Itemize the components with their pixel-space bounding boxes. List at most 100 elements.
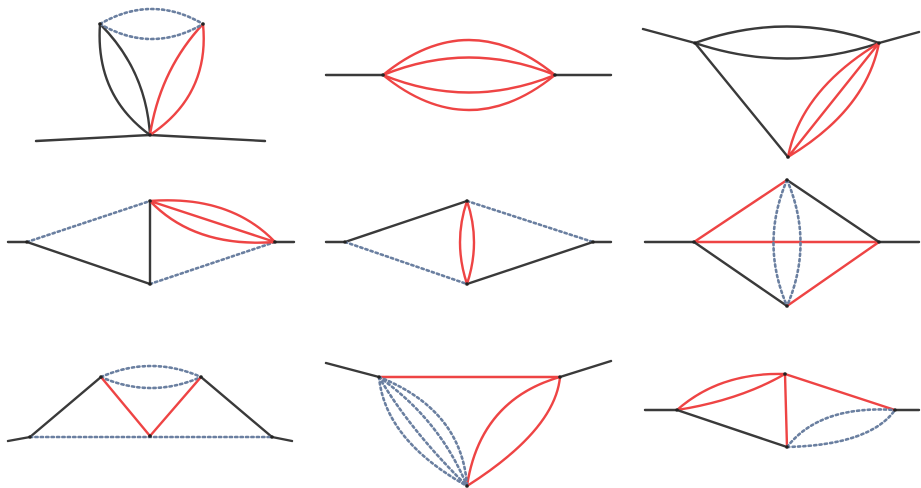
auxiliary-propagator-top-right [465,199,595,244]
vertex [877,41,881,45]
vertex [893,408,897,412]
vertex [675,408,679,412]
vertex [343,240,347,244]
vertex [201,22,205,26]
auxiliary-propagator-right [148,240,277,286]
diagram-kite-massive-sunset [6,199,296,286]
diagram-triangle-with-massive-bubble [641,25,921,159]
vertex [148,199,152,203]
diagram-trapezoid-massive-v [6,364,294,443]
massive-propagator-2 [381,56,557,77]
auxiliary-propagator-2 [377,375,469,488]
massive-propagator-v-right [148,375,203,438]
vertex [377,375,381,379]
vertex [877,240,881,244]
vertex [785,178,789,182]
auxiliary-propagator-top [25,199,152,244]
vertex [381,73,385,77]
massive-propagator-top-right [783,372,897,412]
external-line-right [148,133,267,143]
massive-propagator-left [458,199,469,286]
external-line-right [877,30,921,45]
external-line-left [34,133,152,143]
diagram-kite-central-massive-bubble [324,199,613,286]
massive-propagator-inner [786,41,881,159]
vertex [785,445,789,449]
massive-propagator-middle [786,41,881,159]
massless-propagator-bottom-left [692,240,789,308]
vertex [465,199,469,203]
massive-propagator-bottom-right [785,240,881,308]
massless-propagator-left [693,41,790,159]
massless-propagator-bottom [675,408,789,449]
vertex [148,282,152,286]
diagram-triangle-mixed-bubbles [643,372,921,449]
auxiliary-propagator-upper [785,408,897,449]
vertex [148,133,152,137]
massless-propagator-right [199,375,274,439]
vertex [98,22,102,26]
vertex [591,240,595,244]
massive-propagator-right-inner [465,375,562,488]
vertex [199,375,203,379]
auxiliary-propagator-lower [785,408,897,449]
massive-propagator-2 [148,199,277,244]
vertex [270,435,274,439]
massless-propagator-left [28,375,103,439]
diagram-sunrise-4-massive [324,38,613,112]
massive-propagator-vertical [783,372,789,449]
massive-propagator-1 [381,38,557,77]
vertex [99,375,103,379]
auxiliary-propagator-top-lower [99,375,203,390]
massless-propagator-inner [98,22,152,137]
auxiliary-propagator-top [98,7,205,26]
vertex [273,240,277,244]
massive-propagator-right [465,199,476,286]
diagram-vacuum-3loop-tadpole [34,7,267,143]
auxiliary-propagator-left [772,178,789,308]
external-line-right [270,435,294,443]
massless-propagator-bottom [693,41,881,60]
massive-propagator-outer [786,41,881,159]
external-line-left [6,435,32,443]
massive-propagator-v-left [99,375,152,438]
auxiliary-propagator-right [785,178,802,308]
vertex [786,155,790,159]
diagram-triangle-dotted-sunset [324,359,613,488]
external-line-left [641,27,697,45]
massive-propagator-3 [381,73,557,94]
auxiliary-propagator-1 [377,375,469,488]
vertex [28,435,32,439]
auxiliary-propagator-top-upper [99,364,203,379]
massive-propagator-4 [381,73,557,112]
vertex [783,372,787,376]
external-line-left [324,361,381,379]
massless-propagator-top-right [785,178,881,244]
massive-propagator-inner [148,22,205,137]
vertex [693,41,697,45]
vertex [558,375,562,379]
massive-propagator-right-outer [465,375,562,488]
vertex [692,240,696,244]
diagram-diamond-crossed-massive [643,178,921,308]
massive-propagator-lower [675,372,787,412]
vertex [465,484,469,488]
massless-propagator-bottom-right [465,240,595,286]
massive-propagator-1 [148,199,277,244]
vertex [25,240,29,244]
massive-propagator-outer [148,22,205,137]
massless-propagator-outer [98,22,152,137]
vertex [148,434,152,438]
massive-propagator-upper [675,372,787,412]
vertex [785,304,789,308]
massive-propagator-3 [148,199,277,244]
auxiliary-propagator-bottom-left [343,240,469,286]
vertex-dots [25,22,897,488]
massless-propagator-bottom [25,240,152,286]
auxiliary-propagator-3 [377,375,469,488]
massive-propagator-top-left [692,178,789,244]
vertex [553,73,557,77]
external-line-right [558,359,613,379]
massless-propagator-top-left [343,199,469,244]
